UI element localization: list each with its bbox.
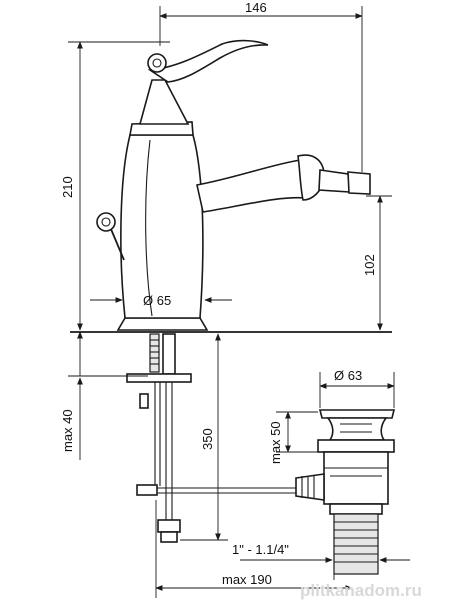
dim-max-40-label: max 40 — [60, 409, 75, 452]
dim-base-diameter-label: Ø 65 — [143, 293, 171, 308]
underside-assembly — [126, 333, 296, 543]
dimension-base-diameter: Ø 65 — [90, 293, 232, 308]
dimension-146: 146 — [159, 0, 363, 172]
faucet-body — [116, 39, 269, 331]
spout — [196, 154, 371, 213]
dim-102-label: 102 — [362, 254, 377, 276]
dim-210-label: 210 — [60, 176, 75, 198]
dim-max-190-label: max 190 — [222, 572, 272, 587]
dim-max-50-label: max 50 — [268, 421, 283, 464]
dimension-drain-diameter: Ø 63 — [319, 368, 395, 408]
dim-350-label: 350 — [200, 428, 215, 450]
popup-knob — [96, 212, 125, 261]
popup-drain — [295, 409, 396, 575]
dimension-102: 102 — [362, 195, 392, 331]
dimension-max-50: max 50 — [268, 411, 318, 464]
dimension-max-190: max 190 — [155, 500, 353, 598]
dim-146-label: 146 — [245, 0, 267, 15]
dim-thread-label: 1" - 1.1/4" — [232, 542, 289, 557]
dimension-thread: 1" - 1.1/4" — [232, 520, 410, 580]
dimension-max-40: max 40 — [60, 331, 148, 460]
dimension-210: 210 — [60, 41, 170, 331]
watermark: plitkanadom.ru — [300, 581, 422, 600]
dimension-350: 350 — [180, 333, 228, 541]
dim-drain-diameter-label: Ø 63 — [334, 368, 362, 383]
